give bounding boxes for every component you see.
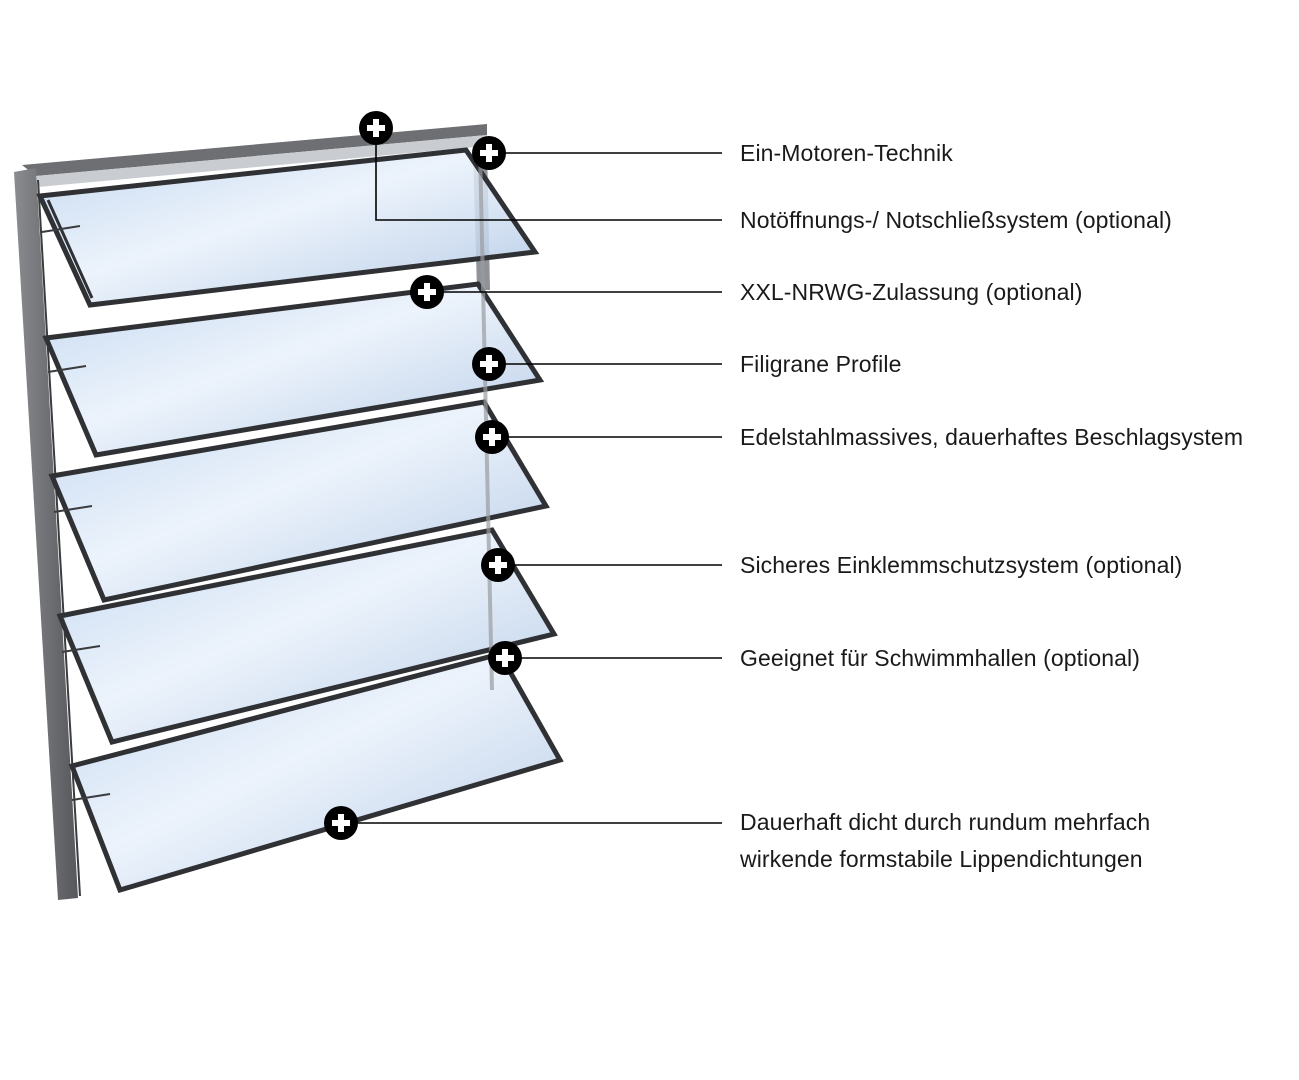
feature-label-lippendichtungen: Dauerhaft dicht durch rundum mehrfach wi… [740,804,1150,878]
feature-label-filigrane-profile: Filigrane Profile [740,346,902,383]
hotspot-markers [324,111,522,840]
feature-label-ein-motoren-technik: Ein-Motoren-Technik [740,135,953,172]
feature-label-line: Geeignet für Schwimmhallen (optional) [740,645,1141,671]
plus-icon[interactable] [359,111,393,145]
feature-label-line: Ein-Motoren-Technik [740,140,953,166]
leader-lines [341,128,722,824]
feature-label-line: wirkende formstabile Lippendichtungen [740,846,1143,872]
leader-line [375,128,722,221]
feature-label-einklemmschutz: Sicheres Einklemmschutzsystem (optional) [740,547,1182,584]
plus-icon[interactable] [410,275,444,309]
feature-label-line: Dauerhaft dicht durch rundum mehrfach [740,809,1151,835]
feature-label-line: Edelstahlmassives, dauerhaftes Beschlags… [740,424,1244,450]
feature-label-line: Filigrane Profile [740,351,902,377]
plus-icon[interactable] [472,136,506,170]
louvre-pane [48,399,550,603]
louvre-panes [36,147,564,894]
louvre-pane [68,651,564,894]
plus-icon[interactable] [472,347,506,381]
feature-label-line: Notöffnungs-/ Notschließsystem (optional… [740,207,1172,233]
louvre-pane [56,527,558,745]
feature-label-notoeffnungs-system: Notöffnungs-/ Notschließsystem (optional… [740,202,1172,239]
plus-icon[interactable] [475,420,509,454]
feature-label-xxl-nrwg: XXL-NRWG-Zulassung (optional) [740,274,1083,311]
plus-icon[interactable] [481,548,515,582]
louvre-pane [36,147,540,308]
feature-label-line: XXL-NRWG-Zulassung (optional) [740,279,1083,305]
plus-icon[interactable] [488,641,522,675]
feature-label-beschlagsystem: Edelstahlmassives, dauerhaftes Beschlags… [740,419,1243,456]
feature-label-schwimmhallen: Geeignet für Schwimmhallen (optional) [740,640,1140,677]
plus-icon[interactable] [324,806,358,840]
louvre-pane [42,281,545,458]
feature-label-line: Sicheres Einklemmschutzsystem (optional) [740,552,1183,578]
